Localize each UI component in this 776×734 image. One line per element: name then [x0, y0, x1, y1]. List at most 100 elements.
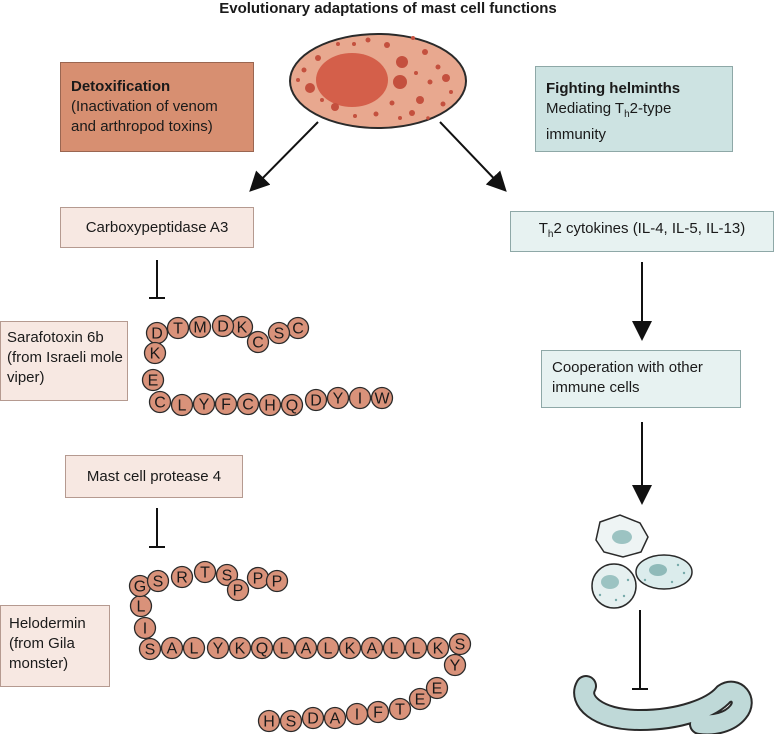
amino-acid-bead: L [272, 636, 296, 660]
amino-acid-letter: S [455, 637, 466, 654]
amino-acid-bead: S [267, 321, 291, 345]
carboxypeptidase-box: Carboxypeptidase A3 [60, 207, 254, 248]
amino-acid-bead: D [301, 706, 325, 730]
helminths-line2: immunity [546, 126, 607, 143]
amino-acid-bead: C [286, 316, 310, 340]
amino-acid-letter: I [358, 391, 362, 408]
amino-acid-letter: L [137, 599, 146, 616]
amino-acid-bead: D [145, 321, 169, 345]
amino-acid-bead: A [360, 636, 384, 660]
amino-acid-bead: L [382, 636, 406, 660]
amino-acid-letter: L [190, 641, 199, 658]
cooperation-label: Cooperation with other immune cells [552, 359, 703, 396]
amino-acid-bead: Y [192, 392, 216, 416]
amino-acid-bead: C [246, 330, 270, 354]
amino-acid-letter: C [242, 397, 254, 414]
amino-acid-letter: C [154, 395, 166, 412]
amino-acid-bead: P [265, 569, 289, 593]
amino-acid-letter: K [433, 641, 444, 658]
helminths-heading: Fighting helminths [546, 80, 681, 97]
amino-acid-bead: E [425, 676, 449, 700]
amino-acid-letter: T [173, 321, 183, 338]
amino-acid-letter: L [178, 398, 187, 415]
amino-acid-letter: A [367, 641, 378, 658]
amino-acid-bead: L [404, 636, 428, 660]
th2-cytokines-box: Th2 cytokines (IL-4, IL-5, IL-13) [510, 211, 774, 252]
helminths-box: Fighting helminths Mediating Th2-type im… [535, 66, 733, 152]
amino-acid-letter: P [253, 571, 264, 588]
amino-acid-bead: S [279, 709, 303, 733]
amino-acid-bead: K [228, 636, 252, 660]
amino-acid-bead: R [170, 565, 194, 589]
amino-acid-letter: Y [333, 391, 344, 408]
connector-arrows [249, 121, 652, 505]
amino-acid-letter: Y [450, 658, 461, 675]
amino-acid-bead: C [236, 392, 260, 416]
amino-acid-letter: L [280, 641, 289, 658]
amino-acid-letter: L [324, 641, 333, 658]
amino-acid-bead: S [138, 637, 162, 661]
amino-acid-bead: H [258, 393, 282, 417]
amino-acid-bead: A [323, 706, 347, 730]
amino-acid-bead: K [338, 636, 362, 660]
cooperation-box: Cooperation with other immune cells [541, 350, 741, 408]
detoxification-box: Detoxification (Inactivation of venom an… [60, 62, 254, 152]
amino-acid-letter: A [330, 711, 341, 728]
amino-acid-letter: T [200, 565, 210, 582]
carboxypeptidase-label: Carboxypeptidase A3 [85, 218, 229, 236]
helodermin-label: Helodermin (from Gila monster) [9, 615, 86, 672]
amino-acid-letter: Q [256, 641, 268, 658]
amino-acid-bead: I [345, 702, 369, 726]
sarafotoxin-box: Sarafotoxin 6b (from Israeli mole viper) [0, 321, 128, 401]
amino-acid-bead: T [193, 560, 217, 584]
detoxification-heading: Detoxification [71, 78, 171, 95]
mast-cell-protease-label: Mast cell protease 4 [86, 467, 222, 485]
amino-acid-bead: S [146, 569, 170, 593]
amino-acid-bead: L [316, 636, 340, 660]
amino-acid-bead: K [426, 636, 450, 660]
amino-acid-bead: F [214, 392, 238, 416]
amino-acid-bead: F [366, 700, 390, 724]
amino-acid-bead: T [166, 316, 190, 340]
amino-acid-letter: S [286, 714, 297, 731]
amino-acid-bead: K [230, 315, 254, 339]
detoxification-body: (Inactivation of venom and arthropod tox… [71, 98, 218, 135]
amino-acid-bead: Q [250, 636, 274, 660]
amino-acid-bead: A [160, 636, 184, 660]
amino-acid-bead: L [182, 636, 206, 660]
amino-acid-letter: G [134, 579, 146, 596]
helminths-line1: Mediating Th2-type [546, 100, 672, 120]
amino-acid-letter: Q [286, 398, 298, 415]
amino-acid-bead: Y [443, 653, 467, 677]
amino-acid-letter: D [151, 326, 163, 343]
amino-acid-letter: Y [199, 397, 210, 414]
th2-cytokines-label: Th2 cytokines (IL-4, IL-5, IL-13) [538, 219, 746, 240]
amino-acid-bead: S [448, 632, 472, 656]
amino-acid-bead: Y [206, 636, 230, 660]
amino-acid-letter: S [153, 574, 164, 591]
diagram-title: Evolutionary adaptations of mast cell fu… [219, 0, 557, 17]
amino-acid-bead: D [304, 388, 328, 412]
amino-acid-letter: H [263, 714, 275, 731]
amino-acid-letter: C [292, 321, 304, 338]
amino-acid-bead: H [257, 709, 281, 733]
amino-acid-bead: P [226, 578, 250, 602]
amino-acid-letter: A [301, 641, 312, 658]
amino-acid-bead: I [348, 386, 372, 410]
amino-acid-bead: T [388, 697, 412, 721]
mast-cell-icon [289, 33, 467, 129]
amino-acid-letter: I [355, 707, 359, 724]
helodermin-box: Helodermin (from Gila monster) [0, 605, 110, 687]
sarafotoxin-label: Sarafotoxin 6b (from Israeli mole viper) [7, 329, 123, 386]
amino-acid-letter: E [148, 373, 159, 390]
inhibition-lines [149, 260, 648, 690]
immune-cells-icon [591, 514, 693, 609]
amino-acid-bead: L [129, 594, 153, 618]
amino-acid-letter: E [415, 692, 426, 709]
amino-acid-letter: Y [213, 641, 224, 658]
amino-acid-letter: K [237, 320, 248, 337]
amino-acid-letter: H [264, 398, 276, 415]
